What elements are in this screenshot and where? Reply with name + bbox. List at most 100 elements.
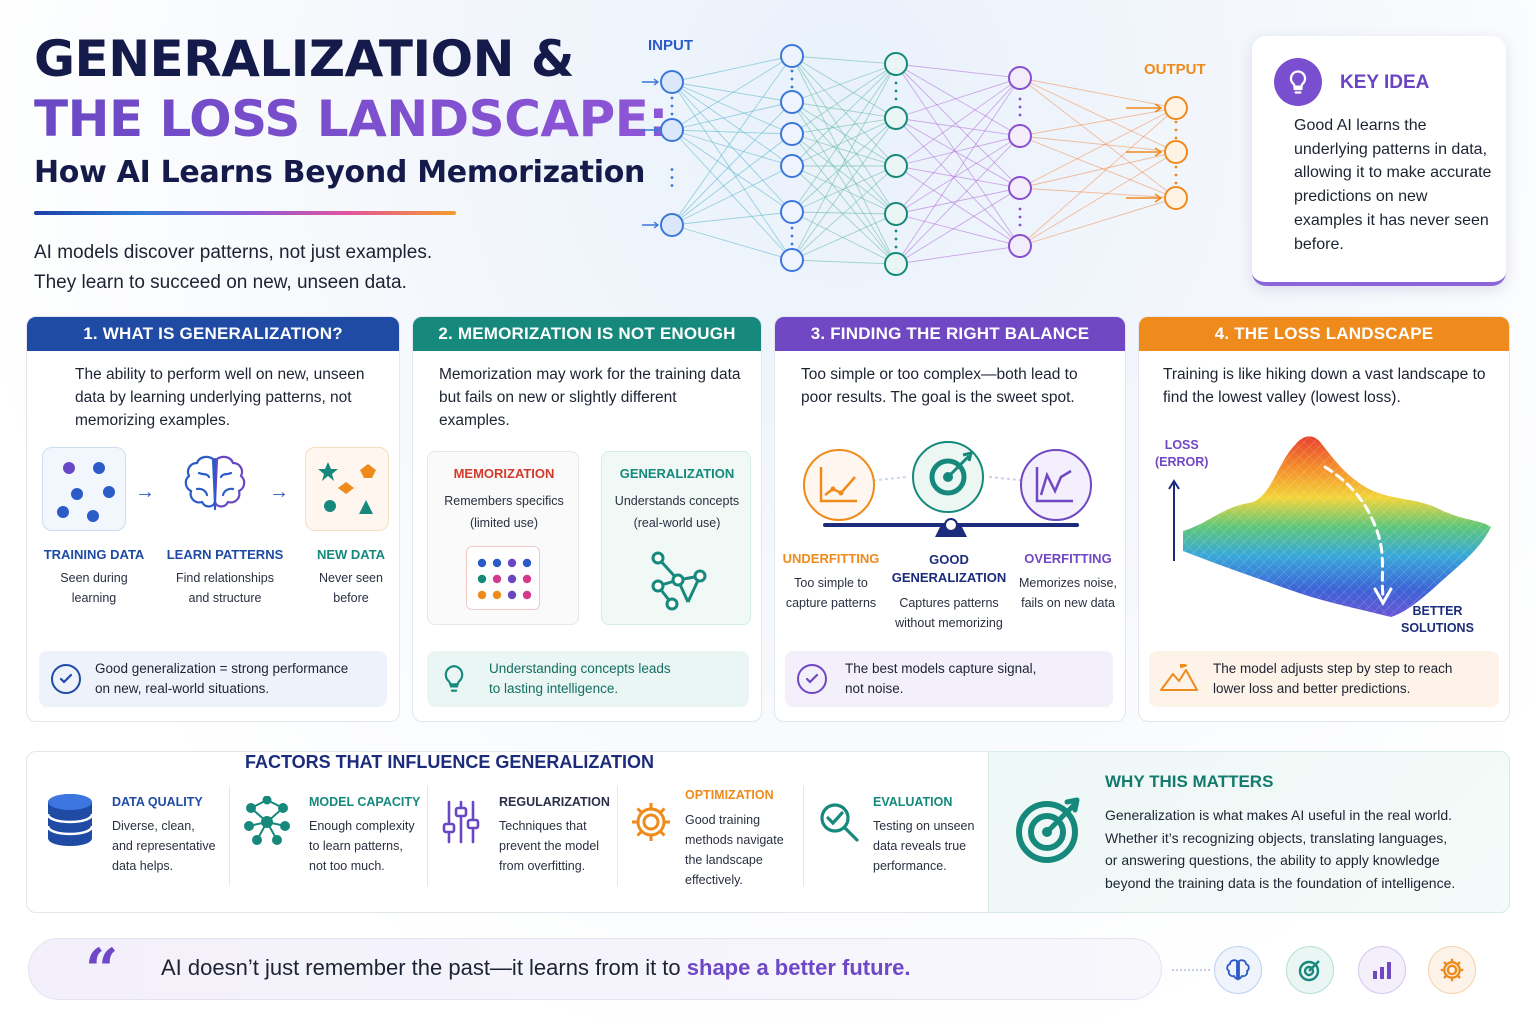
- neural-network-svg: INPUT OUTPUT: [642, 37, 1206, 276]
- gear-icon: [629, 800, 673, 849]
- network-node: [780, 200, 804, 224]
- quote-connector: [1172, 969, 1210, 971]
- intro-line-2: They learn to succeed on new, unseen dat…: [34, 272, 407, 293]
- loss-axis-label: LOSS (ERROR): [1155, 437, 1208, 471]
- neural-network-diagram: INPUT OUTPUT: [636, 30, 1236, 290]
- arrow-right-icon: →: [135, 481, 155, 503]
- card-1-tip: Good generalization = strong performance…: [39, 651, 387, 707]
- generalization-line-2: (real-world use): [633, 516, 721, 530]
- underfitting-line-1: Too simple to: [794, 576, 868, 590]
- step-patterns-title: LEARN PATTERNS: [166, 547, 284, 562]
- card-2-tip-text: Understanding concepts leads to lasting …: [489, 659, 671, 699]
- memorization-line-2: (limited use): [469, 516, 539, 530]
- network-edge: [791, 165, 897, 215]
- factor-data-quality-line-3: data helps.: [112, 859, 174, 873]
- why-line-3: or answering questions, the ability to a…: [1105, 852, 1440, 868]
- factor-model-capacity-text: Enough complexity to learn patterns, not…: [309, 816, 415, 876]
- card-3-tip-line-1: The best models capture signal,: [845, 661, 1037, 676]
- network-edge: [791, 55, 897, 65]
- network-ellipsis-dot: [790, 234, 794, 238]
- generalization-title: GENERALIZATION: [619, 466, 735, 481]
- network-edge: [671, 55, 793, 131]
- network-edge: [895, 245, 1021, 265]
- network-edge: [791, 55, 897, 167]
- network-ellipsis-dot: [670, 112, 674, 116]
- card-4-tip-line-2: lower loss and better predictions.: [1213, 681, 1411, 696]
- title-underline: [34, 211, 456, 215]
- card-2-tip-line-2: to lasting intelligence.: [489, 681, 619, 696]
- card-3-description: Too simple or too complex—both lead to p…: [801, 366, 1078, 406]
- connected-nodes-icon: [638, 546, 718, 617]
- factor-data-quality-text: Diverse, clean, and representative data …: [112, 816, 216, 876]
- network-ellipsis-dot: [1018, 113, 1022, 117]
- factor-optimization-title: OPTIMIZATION: [685, 788, 774, 802]
- network-node: [780, 248, 804, 272]
- generalization-line-1: Understands concepts: [614, 494, 740, 508]
- network-node: [1008, 176, 1032, 200]
- why-line-1: Generalization is what makes AI useful i…: [1105, 807, 1453, 823]
- network-edge: [895, 77, 1021, 265]
- network-edge: [671, 129, 793, 167]
- input-label: INPUT: [648, 37, 693, 54]
- card-2-tip: Understanding concepts leads to lasting …: [427, 651, 749, 707]
- lightbulb-icon: [1274, 58, 1322, 106]
- grid-dot: [492, 574, 502, 584]
- network-ellipsis-dot: [894, 245, 898, 249]
- network-edge: [791, 101, 897, 119]
- subtitle: How AI Learns Beyond Memorization: [34, 155, 646, 190]
- factor-optimization-line-3: the landscape: [685, 853, 763, 867]
- network-ellipsis-dot: [1018, 223, 1022, 227]
- network-edge: [1019, 197, 1177, 247]
- network-ellipsis-dot: [670, 96, 674, 100]
- factor-evaluation-line-3: performance.: [873, 859, 947, 873]
- network-node: [1164, 186, 1188, 210]
- grid-dot: [477, 558, 487, 568]
- network-ellipsis-dot: [670, 184, 674, 187]
- grid-dot: [477, 590, 487, 600]
- network-edge: [791, 55, 897, 215]
- memorization-title: MEMORIZATION: [453, 466, 555, 481]
- loss-landscape-surface: [1179, 427, 1497, 631]
- factor-regularization-line-3: from overfitting.: [499, 859, 586, 873]
- step-new-line-1: Never seen: [319, 571, 383, 585]
- network-edge: [791, 165, 897, 261]
- network-edge: [895, 117, 1021, 247]
- balance-scale-illustration: [775, 437, 1125, 547]
- factor-regularization-line-1: Techniques that: [499, 819, 587, 833]
- grid-dot: [522, 574, 532, 584]
- step-training-line-2: learning: [71, 591, 117, 605]
- network-edge: [1019, 135, 1177, 199]
- card-4-tip-text: The model adjusts step by step to reach …: [1213, 659, 1452, 699]
- why-this-matters-panel: WHY THIS MATTERS Generalization is what …: [988, 751, 1510, 913]
- network-edge: [1019, 135, 1177, 153]
- network-edge: [791, 117, 897, 167]
- factor-model-capacity-line-2: to learn patterns,: [309, 839, 403, 853]
- network-edge: [1019, 77, 1177, 153]
- step-patterns-line-2: and structure: [188, 591, 262, 605]
- new-data-icon: [305, 447, 389, 531]
- network-edge: [895, 117, 1021, 137]
- factor-data-quality-line-1: Diverse, clean,: [112, 819, 195, 833]
- network-edge: [791, 213, 897, 261]
- network-edge: [671, 55, 793, 83]
- card-1-heading: 1. WHAT IS GENERALIZATION?: [27, 317, 399, 351]
- target-icon: [1015, 794, 1085, 869]
- quote-mark-icon: “: [85, 936, 119, 1004]
- network-edge: [791, 101, 897, 265]
- factor-model-capacity-line-3: not too much.: [309, 859, 385, 873]
- network-ellipsis-dot: [790, 242, 794, 246]
- network-edge: [791, 259, 897, 265]
- step-new-desc: Never seen before: [297, 568, 399, 608]
- factor-optimization-line-1: Good training: [685, 813, 761, 827]
- network-ellipsis-dot: [1018, 105, 1022, 109]
- network-node: [1008, 234, 1032, 258]
- factor-optimization-line-4: effectively.: [685, 873, 743, 887]
- network-node: [780, 154, 804, 178]
- network-edge: [895, 63, 1021, 137]
- bar-chart-badge-icon: [1358, 946, 1406, 994]
- step-patterns-line-1: Find relationships: [176, 571, 274, 585]
- network-edge: [791, 101, 897, 215]
- network-node: [780, 90, 804, 114]
- network-edge: [791, 117, 897, 261]
- loss-axis-arrow: [1167, 477, 1181, 566]
